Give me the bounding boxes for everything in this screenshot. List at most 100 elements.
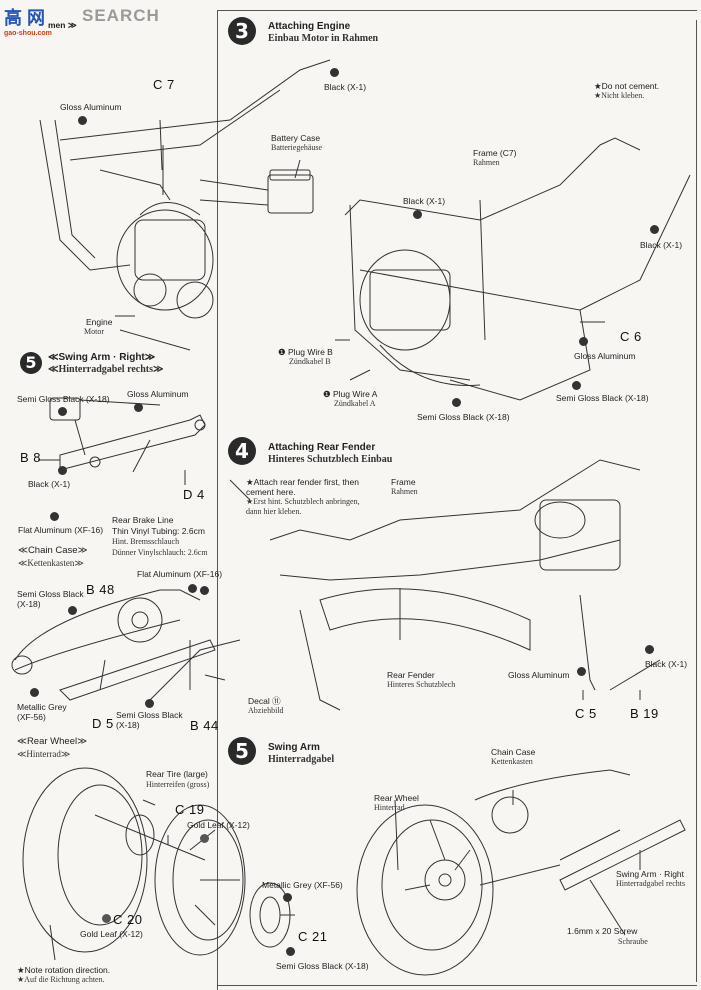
logo-site: gao-shou.com <box>4 30 52 37</box>
attach-fender-note-de-2: dann hier kleben. <box>246 507 302 516</box>
semi-gloss-black-label: Semi Gloss Black <box>17 589 84 599</box>
right-border <box>696 20 697 982</box>
gold-leaf-label: Gold Leaf (X-12) <box>187 820 250 830</box>
part-b19-label: B 19 <box>630 706 659 721</box>
paint-drop-icon <box>200 586 209 595</box>
bottom-border <box>217 985 697 986</box>
paint-drop-icon <box>330 68 339 77</box>
rear-fender-label: Rear Fender <box>387 670 435 680</box>
paint-drop-icon <box>579 337 588 346</box>
black-label: Black (X-1) <box>324 82 367 92</box>
rear-wheel-de-label: Hinterrad <box>374 803 405 812</box>
plug-wire-a-label: ❶ Plug Wire A <box>323 389 378 399</box>
step-3-title: Attaching Engine <box>268 21 351 32</box>
paint-drop-icon <box>286 947 295 956</box>
brake-line-de-label: Hint. Bremsschlauch <box>112 537 180 546</box>
part-c5-label: C 5 <box>575 706 597 721</box>
part-c19-label: C 19 <box>175 802 205 817</box>
paint-drop-icon <box>572 381 581 390</box>
paint-drop-icon <box>58 407 67 416</box>
step-5-badge: 5 <box>20 352 42 374</box>
metallic-grey-label: Metallic Grey (XF-56) <box>262 880 343 890</box>
attach-fender-note-de: ★Erst hint. Schutzblech anbringen, <box>246 497 360 506</box>
part-c6-label: C 6 <box>620 329 642 344</box>
swing-arm-right-drawing <box>49 397 206 471</box>
rotation-note-de: ★Auf die Richtung achten. <box>17 975 105 984</box>
partial-heading: men ≫ <box>48 20 77 30</box>
black-label: Black (X-1) <box>645 659 688 669</box>
top-border <box>217 10 697 11</box>
swing-arm-right-label: Swing Arm · Right <box>616 869 685 879</box>
battery-case-label: Battery Case <box>271 133 321 143</box>
frame-label: Frame <box>391 477 416 487</box>
paint-drop-icon <box>650 225 659 234</box>
step-5-title: Swing Arm <box>268 742 320 753</box>
part-b8-label: B 8 <box>20 450 42 465</box>
chain-case-drawing <box>11 589 241 701</box>
paint-drop-icon <box>283 893 292 902</box>
step-5-badge: 5 <box>228 737 256 765</box>
part-c21-label: C 21 <box>298 929 328 944</box>
frame-de-label: Rahmen <box>391 487 418 496</box>
thin-vinyl-tubing-label: Thin Vinyl Tubing: 2.6cm <box>112 526 205 536</box>
step-4-badge: 4 <box>228 437 256 465</box>
step-4-title: Attaching Rear Fender <box>268 442 376 453</box>
leader-lines <box>38 145 641 961</box>
rotation-note: ★Note rotation direction. <box>17 965 111 975</box>
paint-drop-icon <box>413 210 422 219</box>
semi-gloss-black-label: Semi Gloss Black (X-18) <box>17 394 110 404</box>
part-b48-label: B 48 <box>86 582 115 597</box>
semi-gloss-black-code: (X-18) <box>116 720 140 730</box>
paint-drop-icon <box>30 688 39 697</box>
attach-fender-note-2: cement here. <box>246 487 296 497</box>
step-3-badge: 3 <box>228 17 256 45</box>
paint-drop-icon <box>102 914 111 923</box>
swing-arm-right-de-label: Hinterradgabel rechts <box>616 879 686 888</box>
screw-label: 1.6mm x 20 Screw <box>567 926 638 936</box>
semi-gloss-black-code: (X-18) <box>17 599 41 609</box>
flat-aluminum-label: Flat Aluminum (XF-16) <box>18 525 104 535</box>
swing-arm-right-title-de: ≪Hinterradgabel rechts≫ <box>48 364 164 375</box>
decal-de-label: Abziehbild <box>248 706 284 715</box>
do-not-cement-note: ★Do not cement. <box>594 81 660 91</box>
part-c20-label: C 20 <box>113 912 143 927</box>
chain-case-de-label: Kettenkasten <box>491 757 533 766</box>
rear-wheel-title-de: ≪Hinterrad≫ <box>17 749 71 759</box>
gloss-aluminum-label: Gloss Aluminum <box>508 670 570 680</box>
step5-swing-arm-drawing <box>356 769 686 976</box>
rear-fender-de-label: Hinteres Schutzblech <box>387 680 456 689</box>
paint-drop-icon <box>145 699 154 708</box>
gloss-aluminum-label: Gloss Aluminum <box>574 351 636 361</box>
black-label: Black (X-1) <box>640 240 683 250</box>
plug-wire-a-de-label: Zündkabel A <box>334 399 376 408</box>
frame-c7-label: Frame (C7) <box>473 148 517 158</box>
battery-case-de-label: Batteriegehäuse <box>271 143 323 152</box>
paint-drop-icon <box>645 645 654 654</box>
semi-gloss-black-label: Semi Gloss Black (X-18) <box>276 961 369 971</box>
part-b44-label: B 44 <box>190 718 219 733</box>
plug-wire-b-label: ❶ Plug Wire B <box>278 347 333 357</box>
step-3-title-de: Einbau Motor in Rahmen <box>268 33 379 44</box>
column-divider <box>217 10 218 990</box>
engine-label: Engine <box>86 317 113 327</box>
chain-case-label: Chain Case <box>491 747 536 757</box>
decal-label: Decal ⑪ <box>248 696 281 706</box>
step3-frame-drawing <box>344 137 691 401</box>
semi-gloss-black-label: Semi Gloss Black <box>116 710 183 720</box>
gloss-aluminum-label: Gloss Aluminum <box>60 102 122 112</box>
paint-drop-icon <box>78 116 87 125</box>
rear-wheel-title: ≪Rear Wheel≫ <box>17 736 88 747</box>
rear-tire-label: Rear Tire (large) <box>146 769 208 779</box>
metallic-grey-label: Metallic Grey <box>17 702 67 712</box>
black-label: Black (X-1) <box>403 196 446 206</box>
frame-c7-de-label: Rahmen <box>473 158 500 167</box>
paint-drop-icon <box>68 606 77 615</box>
rear-wheel-drawing <box>22 767 291 956</box>
search-watermark: SEARCH <box>82 6 160 25</box>
paint-drop-icon <box>452 398 461 407</box>
semi-gloss-black-label: Semi Gloss Black (X-18) <box>556 393 649 403</box>
chain-case-title-de: ≪Kettenkasten≫ <box>18 558 84 568</box>
logo-text: 高 网 <box>4 8 46 28</box>
metallic-grey-code: (XF-56) <box>17 712 46 722</box>
